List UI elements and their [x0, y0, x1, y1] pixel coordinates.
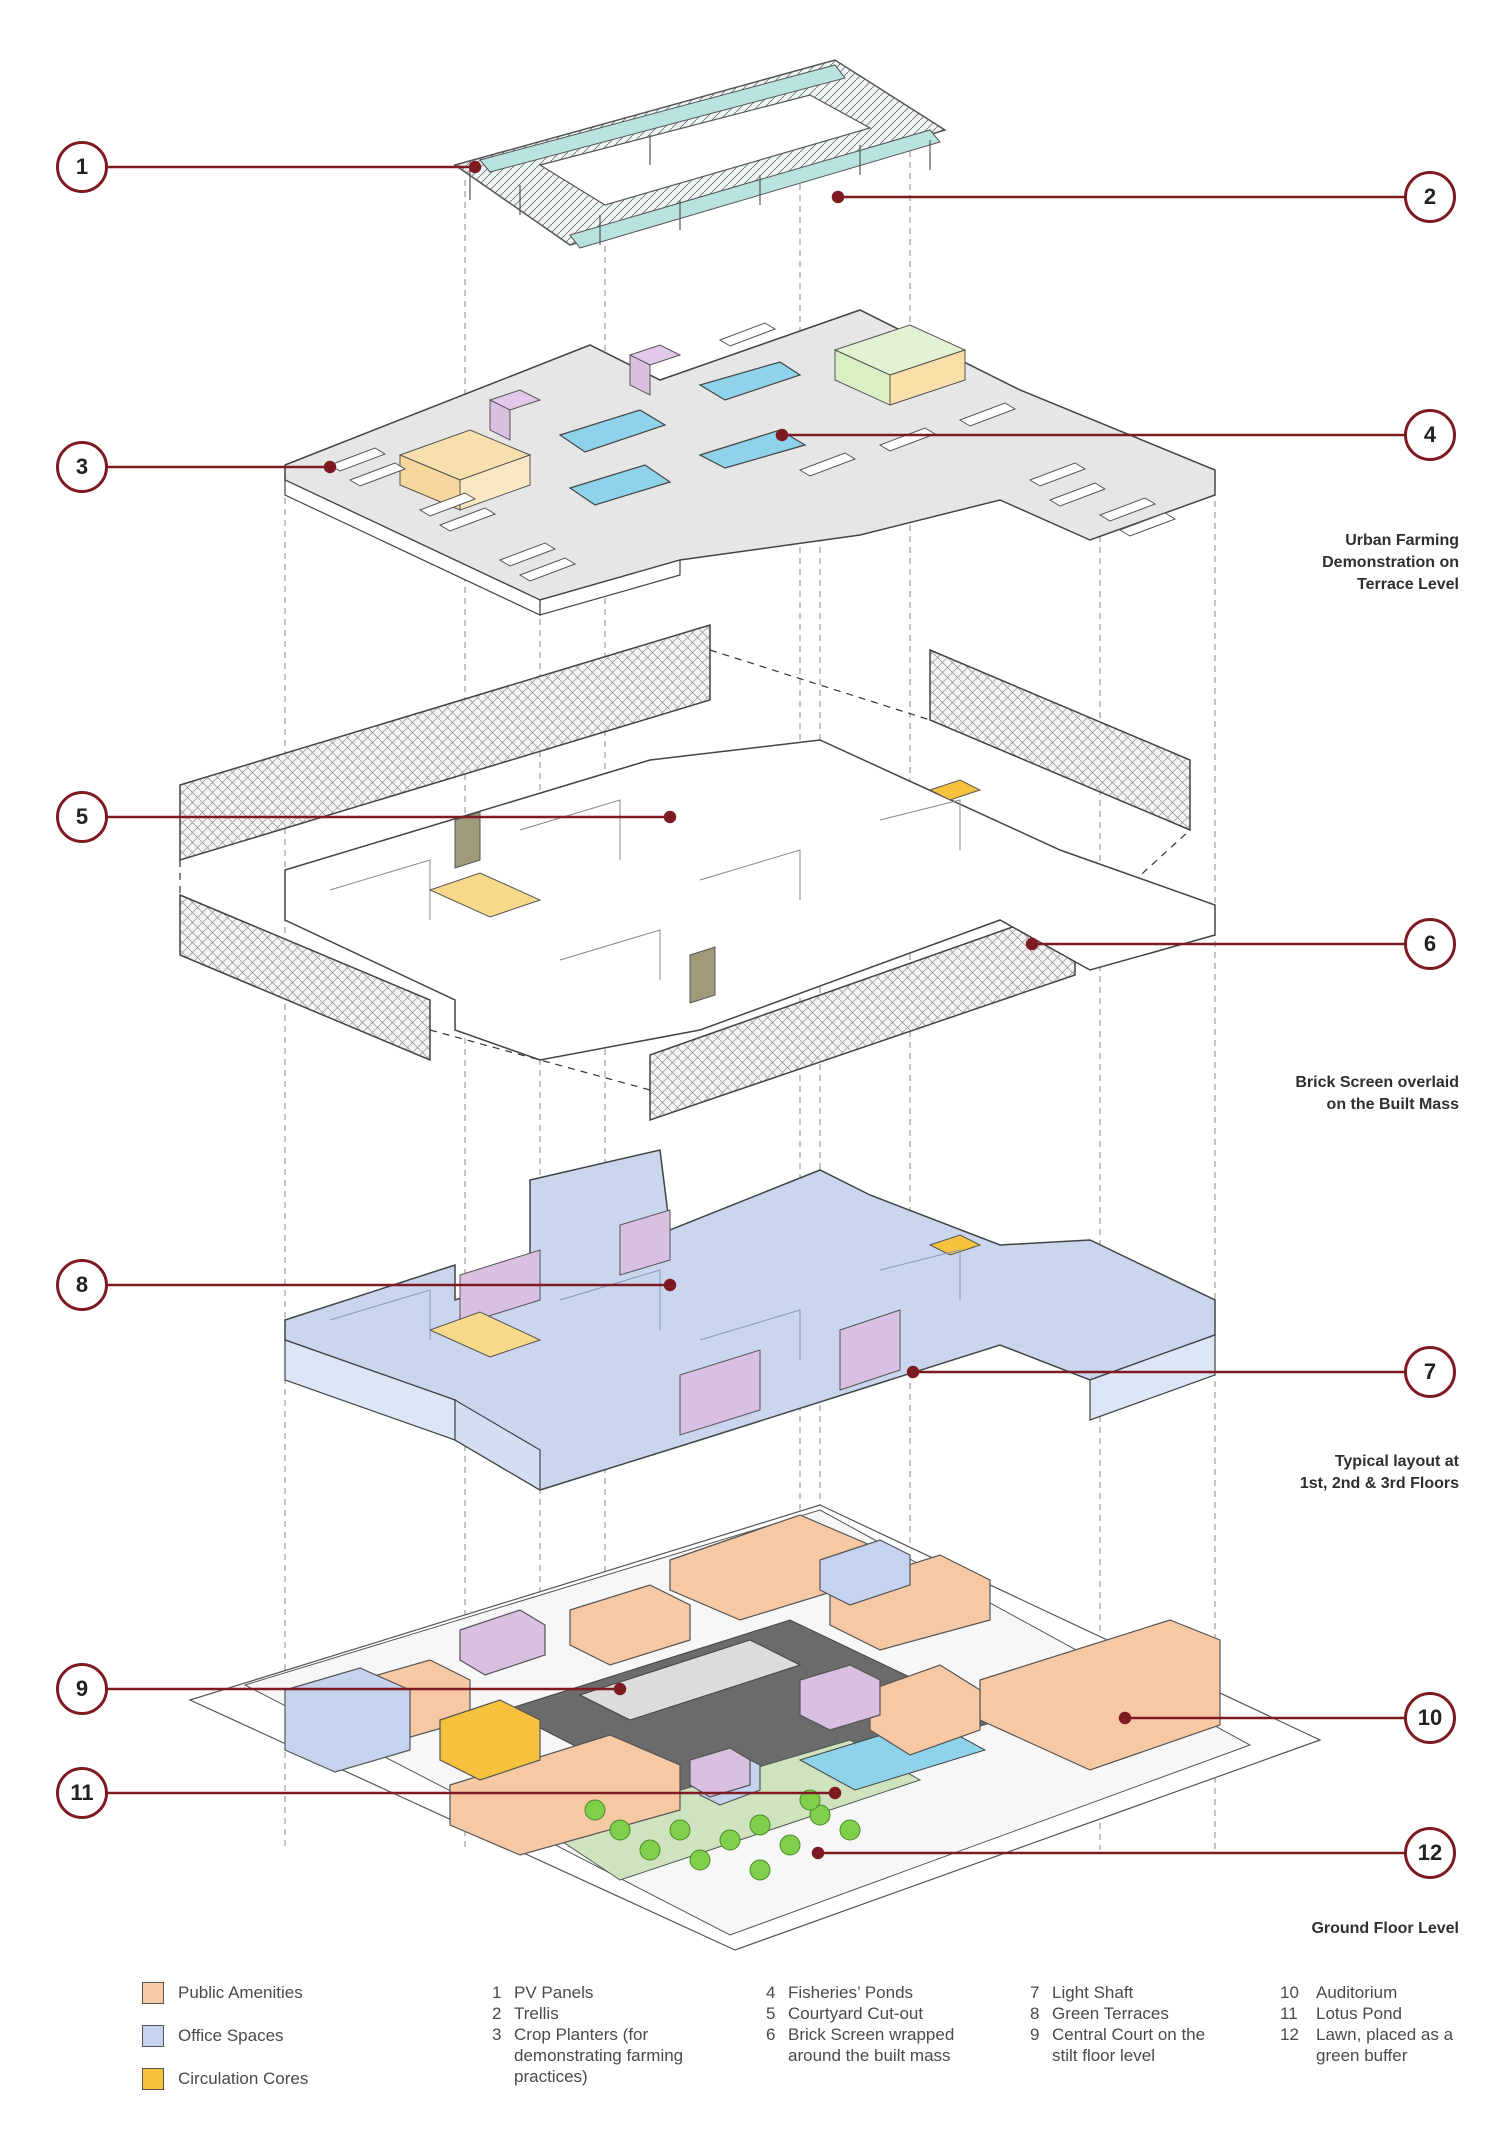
key-number: 7 — [1030, 1983, 1040, 2002]
level-label-line: 1st, 2nd & 3rd Floors — [1299, 1475, 1459, 1492]
callout-10: 10 — [1404, 1692, 1456, 1744]
legend-label: Public Amenities — [178, 1983, 303, 2002]
legend-label: Circulation Cores — [178, 2069, 309, 2088]
key-number: 3 — [492, 2025, 502, 2044]
office-spaces-swatch — [142, 2025, 164, 2047]
legend-circulation-cores: Circulation Cores — [142, 2068, 308, 2090]
key-label-line: Trellis — [514, 2004, 559, 2023]
level-label-line: Demonstration on — [1322, 554, 1459, 571]
level-label-line: Urban Farming — [1345, 532, 1459, 549]
level-label-typical: Typical layout at 1st, 2nd & 3rd Floors — [1300, 1451, 1459, 1495]
pv-trellis-level — [453, 59, 947, 249]
callout-9: 9 — [56, 1663, 108, 1715]
typical-floor-level — [284, 1149, 1216, 1492]
key-label: Central Court on the stilt floor level — [1052, 2024, 1205, 2066]
key-number: 2 — [492, 2004, 502, 2023]
key-number: 6 — [766, 2025, 776, 2044]
key-number: 5 — [766, 2004, 776, 2023]
key-label: Fisheries’ Ponds — [788, 1982, 913, 2003]
key-item: 10 Auditorium — [1280, 1982, 1453, 2003]
key-number: 11 — [1280, 2004, 1298, 2023]
key-label-line: Crop Planters (for — [514, 2025, 649, 2044]
key-item: 8 Green Terraces — [1030, 2003, 1205, 2024]
key-label-line: around the built mass — [788, 2046, 951, 2065]
key-label-line: practices) — [514, 2067, 588, 2086]
callout-11: 11 — [56, 1767, 108, 1819]
key-label: PV Panels — [514, 1982, 593, 2003]
callout-7: 7 — [1404, 1346, 1456, 1398]
key-item: 5 Courtyard Cut-out — [766, 2003, 954, 2024]
terrace-level — [284, 309, 1216, 616]
key-label-line: Lawn, placed as a — [1316, 2025, 1454, 2044]
callout-5: 5 — [56, 791, 108, 843]
key-label: Courtyard Cut-out — [788, 2003, 923, 2024]
level-label-line: on the Built Mass — [1326, 1096, 1459, 1113]
key-item: 3 Crop Planters (for demonstrating farming… — [492, 2024, 683, 2087]
public-amenities-swatch — [142, 1982, 164, 2004]
key-column-1: 1 PV Panels 2 Trellis 3 Crop Planters (for d… — [492, 1982, 683, 2087]
key-label: Trellis — [514, 2003, 559, 2024]
key-label: Auditorium — [1316, 1982, 1397, 2003]
key-item: 9 Central Court on the stilt floor level — [1030, 2024, 1205, 2066]
callout-leaders — [108, 160, 1405, 1860]
key-label: Lotus Pond — [1316, 2003, 1402, 2024]
key-item: 11 Lotus Pond — [1280, 2003, 1453, 2024]
ground-floor-level — [188, 1504, 1322, 1951]
key-column-2: 4 Fisheries’ Ponds 5 Courtyard Cut-out 6 Br… — [766, 1982, 954, 2066]
legend-label: Office Spaces — [178, 2026, 284, 2045]
circulation-cores-swatch — [142, 2068, 164, 2090]
callout-4: 4 — [1404, 409, 1456, 461]
key-label-line: Courtyard Cut-out — [788, 2004, 924, 2023]
key-label-line: demonstrating farming — [514, 2046, 684, 2065]
key-item: 4 Fisheries’ Ponds — [766, 1982, 954, 2003]
key-number: 10 — [1280, 1983, 1299, 2002]
callout-3: 3 — [56, 441, 108, 493]
callout-2: 2 — [1404, 171, 1456, 223]
level-label-line: Terrace Level — [1357, 576, 1459, 593]
key-number: 12 — [1280, 2025, 1299, 2044]
level-label-terrace: Urban Farming Demonstration on Terrace L… — [1322, 530, 1459, 596]
key-item: 1 PV Panels — [492, 1982, 683, 2003]
key-label: Green Terraces — [1052, 2003, 1169, 2024]
level-label-line: Brick Screen overlaid — [1295, 1074, 1459, 1091]
key-label-line: Green Terraces — [1052, 2004, 1169, 2023]
key-item: 2 Trellis — [492, 2003, 683, 2024]
key-number: 9 — [1030, 2025, 1040, 2044]
key-label-line: stilt floor level — [1052, 2046, 1155, 2065]
key-label-line: Fisheries’ Ponds — [788, 1983, 914, 2002]
key-label-line: Light Shaft — [1052, 1983, 1134, 2002]
key-label: Light Shaft — [1052, 1982, 1133, 2003]
level-label-ground: Ground Floor Level — [1311, 1918, 1459, 1940]
key-number: 4 — [766, 1983, 776, 2002]
legend-public-amenities: Public Amenities — [142, 1982, 303, 2004]
key-item: 12 Lawn, placed as a green buffer — [1280, 2024, 1453, 2066]
key-label: Lawn, placed as a green buffer — [1316, 2024, 1453, 2066]
brick-screen-level — [179, 623, 1216, 1122]
key-label-line: Lotus Pond — [1316, 2004, 1403, 2023]
legend-office-spaces: Office Spaces — [142, 2025, 284, 2047]
key-column-3: 7 Light Shaft 8 Green Terraces 9 Central Co… — [1030, 1982, 1205, 2066]
key-label-line: green buffer — [1316, 2046, 1408, 2065]
key-label-line: Auditorium — [1316, 1983, 1398, 2002]
key-column-4: 10 Auditorium 11 Lotus Pond 12 Lawn, placed… — [1280, 1982, 1453, 2066]
key-number: 1 — [492, 1983, 502, 2002]
key-number: 8 — [1030, 2004, 1040, 2023]
key-label: Brick Screen wrapped around the built mas… — [788, 2024, 954, 2066]
key-label-line: PV Panels — [514, 1983, 594, 2002]
key-label-line: Brick Screen wrapped — [788, 2025, 955, 2044]
key-label-line: Central Court on the — [1052, 2025, 1206, 2044]
callout-6: 6 — [1404, 918, 1456, 970]
callout-8: 8 — [56, 1259, 108, 1311]
callout-12: 12 — [1404, 1827, 1456, 1879]
level-label-screen: Brick Screen overlaid on the Built Mass — [1295, 1072, 1459, 1116]
key-item: 6 Brick Screen wrapped around the built ma… — [766, 2024, 954, 2066]
level-label-line: Ground Floor Level — [1311, 1920, 1459, 1937]
level-label-line: Typical layout at — [1334, 1453, 1459, 1470]
key-label: Crop Planters (for demonstrating farming p… — [514, 2024, 683, 2087]
callout-1: 1 — [56, 141, 108, 193]
key-item: 7 Light Shaft — [1030, 1982, 1205, 2003]
